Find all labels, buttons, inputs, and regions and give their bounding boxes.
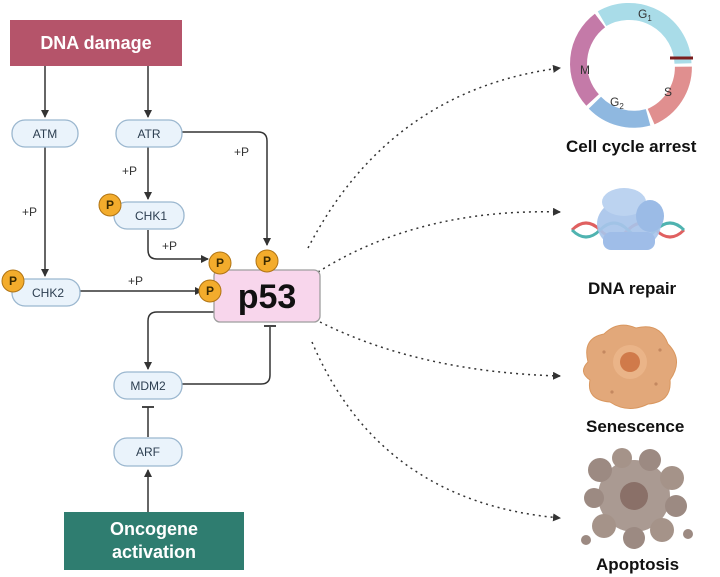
- p53-node: p53: [213, 269, 321, 323]
- apoptotic-body: [683, 529, 693, 539]
- edge-label-chk1-p53: +P: [162, 239, 177, 253]
- edge-p53-to-mdm2: [144, 311, 215, 370]
- edge-p53-to-apoptosis: [311, 341, 561, 522]
- arf-node-bg: [113, 437, 183, 467]
- apoptotic-bleb: [592, 514, 616, 538]
- phase-label-s: S: [664, 85, 672, 99]
- atm-node: ATM: [11, 119, 79, 148]
- atm-label: ATM: [33, 127, 57, 141]
- repair-protein-side: [636, 200, 664, 232]
- edge-atr-to-p53: [180, 131, 271, 246]
- phospho-circle: [255, 249, 279, 273]
- apoptosis-illustration: [581, 448, 693, 549]
- dna-damage-box-bg: [10, 20, 182, 66]
- repair-protein-base: [603, 232, 655, 250]
- senescent-cell-granule: [654, 382, 658, 386]
- atm-node-bg: [11, 119, 79, 148]
- dna-repair-illustration: [570, 188, 686, 250]
- atr-node-bg: [115, 119, 183, 148]
- edge-labels: +P +P +P +P +P: [22, 145, 249, 288]
- p53-label: p53: [238, 278, 297, 316]
- outcome-apoptosis: Apoptosis: [596, 555, 679, 574]
- oncogene-label-line1: Oncogene: [110, 519, 198, 539]
- phase-label-g1: G1: [638, 7, 652, 23]
- phospho-circle: [198, 279, 222, 303]
- senescence-illustration: [583, 324, 677, 409]
- phospho-label: P: [263, 254, 271, 268]
- cell-cycle-illustration: G1 S G2 M: [570, 2, 693, 128]
- oncogene-label-line2: activation: [112, 542, 196, 562]
- cell-cycle-g2-arc: [588, 96, 651, 128]
- chk2-node: CHK2: [11, 278, 81, 307]
- dna-damage-label: DNA damage: [40, 33, 151, 53]
- outcome-dna-repair: DNA repair: [588, 279, 677, 298]
- repair-protein-top: [602, 188, 646, 216]
- apoptotic-bleb: [639, 449, 661, 471]
- mdm2-node: MDM2: [113, 371, 183, 400]
- edge-label-atr-p53: +P: [234, 145, 249, 159]
- phospho-label: P: [106, 198, 114, 212]
- senescent-cell-granule: [602, 350, 606, 354]
- dna-damage-box: DNA damage: [10, 20, 182, 66]
- apoptotic-bleb: [612, 448, 632, 468]
- atr-node: ATR: [115, 119, 183, 148]
- edge-p53-to-senescence: [319, 321, 561, 380]
- outcome-senescence: Senescence: [586, 417, 684, 436]
- apoptotic-cell-nucleus: [620, 482, 648, 510]
- apoptotic-bleb: [660, 466, 684, 490]
- apoptotic-bleb: [665, 495, 687, 517]
- phospho-circle: [1, 269, 25, 293]
- edge-label-atr-chk1: +P: [122, 164, 137, 178]
- chk1-node: CHK1: [113, 201, 185, 230]
- phospho-badge-p53-left: P: [198, 279, 222, 303]
- oncogene-box-bg: [64, 512, 244, 570]
- phospho-badge-p53-left-top: P: [208, 251, 232, 275]
- edge-label-atm-chk2: +P: [22, 205, 37, 219]
- phospho-circle: [208, 251, 232, 275]
- arf-label: ARF: [136, 445, 160, 459]
- cell-cycle-s-arc: [647, 66, 692, 125]
- oncogene-activation-box: Oncogene activation: [64, 512, 244, 570]
- senescent-cell-granule: [610, 390, 614, 394]
- edge-chk1-to-p53: [147, 230, 209, 263]
- phospho-badge-p53-top: P: [255, 249, 279, 273]
- phase-label-g2: G2: [610, 95, 624, 111]
- mdm2-label: MDM2: [130, 379, 166, 393]
- apoptotic-bleb: [650, 518, 674, 542]
- senescent-cell-granule: [658, 348, 662, 352]
- phospho-label: P: [9, 274, 17, 288]
- edge-mdm2-inhibits-p53: [180, 327, 271, 385]
- apoptotic-bleb: [588, 458, 612, 482]
- phospho-label: P: [206, 284, 214, 298]
- chk1-label: CHK1: [135, 209, 167, 223]
- apoptotic-body: [581, 535, 591, 545]
- arf-node: ARF: [113, 437, 183, 467]
- phospho-badge-chk2: P: [1, 269, 25, 293]
- phospho-circle: [98, 193, 122, 217]
- chk2-node-bg: [11, 278, 81, 307]
- apoptotic-bleb: [623, 527, 645, 549]
- mdm2-node-bg: [113, 371, 183, 400]
- atr-label: ATR: [137, 127, 160, 141]
- phospho-badge-chk1: P: [98, 193, 122, 217]
- phospho-label: P: [216, 256, 224, 270]
- senescent-cell-nucleus: [620, 352, 640, 372]
- outcome-cell-cycle-arrest: Cell cycle arrest: [566, 137, 697, 156]
- cell-cycle-m-arc: [570, 13, 606, 106]
- edge-label-chk2-p53: +P: [128, 274, 143, 288]
- phase-label-m: M: [580, 63, 590, 77]
- cell-cycle-g1-arc: [597, 2, 692, 65]
- apoptotic-bleb: [584, 488, 604, 508]
- chk2-label: CHK2: [32, 286, 64, 300]
- edges: [41, 64, 561, 522]
- edge-p53-to-cell-cycle-arrest: [307, 64, 561, 249]
- edge-p53-to-dna-repair: [317, 207, 561, 273]
